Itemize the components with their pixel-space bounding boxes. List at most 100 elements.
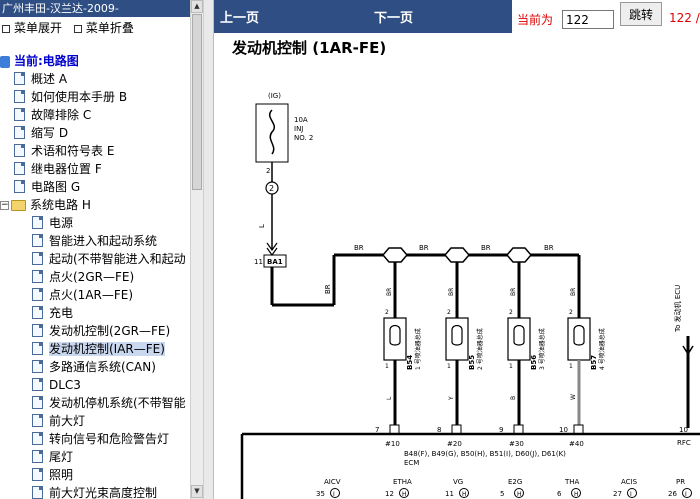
document-icon xyxy=(32,468,43,481)
tree-child-item[interactable]: 多路通信系统(CAN) xyxy=(32,358,156,376)
tree-item[interactable]: 缩写 D xyxy=(14,124,68,142)
svg-text:VG: VG xyxy=(453,478,463,486)
splice-3 xyxy=(506,247,532,263)
tree-item[interactable]: 继电器位置 F xyxy=(14,160,102,178)
tree-scrollbar[interactable]: ▲ ▼ xyxy=(190,0,203,499)
tree-child-item[interactable]: 点火(1AR—FE) xyxy=(32,286,133,304)
current-page-label: 当前为 xyxy=(517,13,554,27)
ba1-connector xyxy=(263,254,287,268)
ecm-connectors: B48(F), B49(G), B50(H), B51(I), D60(J), … xyxy=(404,450,566,458)
go-to-page-button[interactable]: 跳转 xyxy=(620,2,662,26)
tree-child-item[interactable]: 智能进入和起动系统 xyxy=(32,232,157,250)
tree-child-item[interactable]: 前大灯光束高度控制 xyxy=(32,484,157,499)
svg-text:ACIS: ACIS xyxy=(621,478,638,486)
fuse-pin: 2 xyxy=(266,167,270,175)
expand-icon xyxy=(2,24,10,33)
tree-item[interactable]: 术语和符号表 E xyxy=(14,142,114,160)
document-icon xyxy=(14,144,25,157)
collapse-node-icon[interactable]: − xyxy=(0,200,9,210)
collapse-menu-button[interactable]: 菜单折叠 xyxy=(72,19,134,37)
document-icon xyxy=(32,378,43,391)
collapse-icon xyxy=(73,24,82,33)
tree-root-label: 当前:电路图 xyxy=(14,54,79,68)
expand-menu-button[interactable]: 菜单展开 xyxy=(0,19,62,37)
svg-text:26: 26 xyxy=(668,490,677,498)
injector-name: 1 号喷油器总成 xyxy=(414,328,422,370)
wire-br-5: BR xyxy=(544,244,554,252)
wire-color: W xyxy=(570,394,577,400)
svg-text:H: H xyxy=(517,491,522,498)
diagram-title: 发动机控制 (1AR-FE) xyxy=(232,39,387,57)
next-page-link[interactable]: 下一页 xyxy=(374,11,414,26)
ecm-pin: 7 xyxy=(375,426,379,434)
tree-child-item[interactable]: 尾灯 xyxy=(32,448,73,466)
tree-folder-system-circuit[interactable]: −系统电路 H xyxy=(0,198,91,212)
document-icon xyxy=(14,180,25,193)
document-icon xyxy=(14,90,25,103)
tree-child-item[interactable]: 充电 xyxy=(32,304,73,322)
tree-item[interactable]: 概述 A xyxy=(14,70,67,88)
document-icon xyxy=(14,126,25,139)
scrollbar-thumb[interactable] xyxy=(192,14,202,190)
injector-code: B56 xyxy=(530,355,538,370)
page-number-input[interactable] xyxy=(562,10,614,29)
injector-pin-top: 2 xyxy=(447,309,451,316)
injector-pin-bottom: 1 xyxy=(509,363,513,370)
document-icon xyxy=(32,396,43,409)
wire-color: B xyxy=(510,396,517,400)
fuse-no: NO. 2 xyxy=(294,134,313,142)
page-navigation-bar: 上一页 下一页 当前为 跳转 122 / - xyxy=(214,0,700,33)
tree-child-item[interactable]: 点火(2GR—FE) xyxy=(32,268,134,286)
previous-page-link[interactable]: 上一页 xyxy=(220,11,260,26)
document-icon xyxy=(32,450,43,463)
ecm-terminal: #10 xyxy=(385,440,400,448)
rfc-pin: 10 xyxy=(679,426,688,434)
junction-number: 2 xyxy=(269,184,274,193)
tree-item[interactable]: 故障排除 C xyxy=(14,106,91,124)
tree-item[interactable]: 如何使用本手册 B xyxy=(14,88,127,106)
wire-br-3: BR xyxy=(419,244,429,252)
svg-text:12: 12 xyxy=(385,490,394,498)
svg-text:I: I xyxy=(630,491,632,498)
document-icon xyxy=(32,270,43,283)
tree-child-item[interactable]: 电源 xyxy=(32,214,73,232)
scroll-up-button[interactable]: ▲ xyxy=(191,0,203,13)
page-count: 122 / - xyxy=(669,11,700,25)
ig-label: (IG) xyxy=(268,92,281,100)
document-icon xyxy=(32,414,43,427)
wire-color: Y xyxy=(448,396,455,401)
document-icon xyxy=(32,252,43,265)
svg-text:PR: PR xyxy=(676,478,685,486)
tree-child-item[interactable]: 起动(不带智能进入和起动 xyxy=(32,250,186,268)
pane-splitter[interactable] xyxy=(203,0,214,499)
svg-text:AICV: AICV xyxy=(324,478,341,486)
tree-item[interactable]: 电路图 G xyxy=(14,178,80,196)
document-icon xyxy=(32,306,43,319)
tree-child-item[interactable]: 发动机停机系统(不带智能 xyxy=(32,394,186,412)
scroll-down-button[interactable]: ▼ xyxy=(191,485,203,498)
tree-child-item[interactable]: 发动机控制(IAR—FE) xyxy=(32,340,165,358)
injector-name: 2 号喷油器总成 xyxy=(476,328,484,370)
svg-text:H: H xyxy=(402,491,407,498)
svg-text:I: I xyxy=(333,491,335,498)
tree-root[interactable]: 当前:电路图 xyxy=(0,52,79,70)
tree-child-item[interactable]: 前大灯 xyxy=(32,412,85,430)
injector-pin-bottom: 1 xyxy=(569,363,573,370)
document-icon xyxy=(32,360,43,373)
tree-child-item[interactable]: DLC3 xyxy=(32,376,81,394)
app-title: 广州丰田-汉兰达-2009- xyxy=(0,0,190,17)
tree-child-item[interactable]: 转向信号和危险警告灯 xyxy=(32,430,169,448)
ecm-terminal: #20 xyxy=(447,440,462,448)
injector-pin-top: 2 xyxy=(385,309,389,316)
tree-child-item[interactable]: 照明 xyxy=(32,466,73,484)
tree-child-item[interactable]: 发动机控制(2GR—FE) xyxy=(32,322,170,340)
wire-color-br: BR xyxy=(510,288,517,296)
